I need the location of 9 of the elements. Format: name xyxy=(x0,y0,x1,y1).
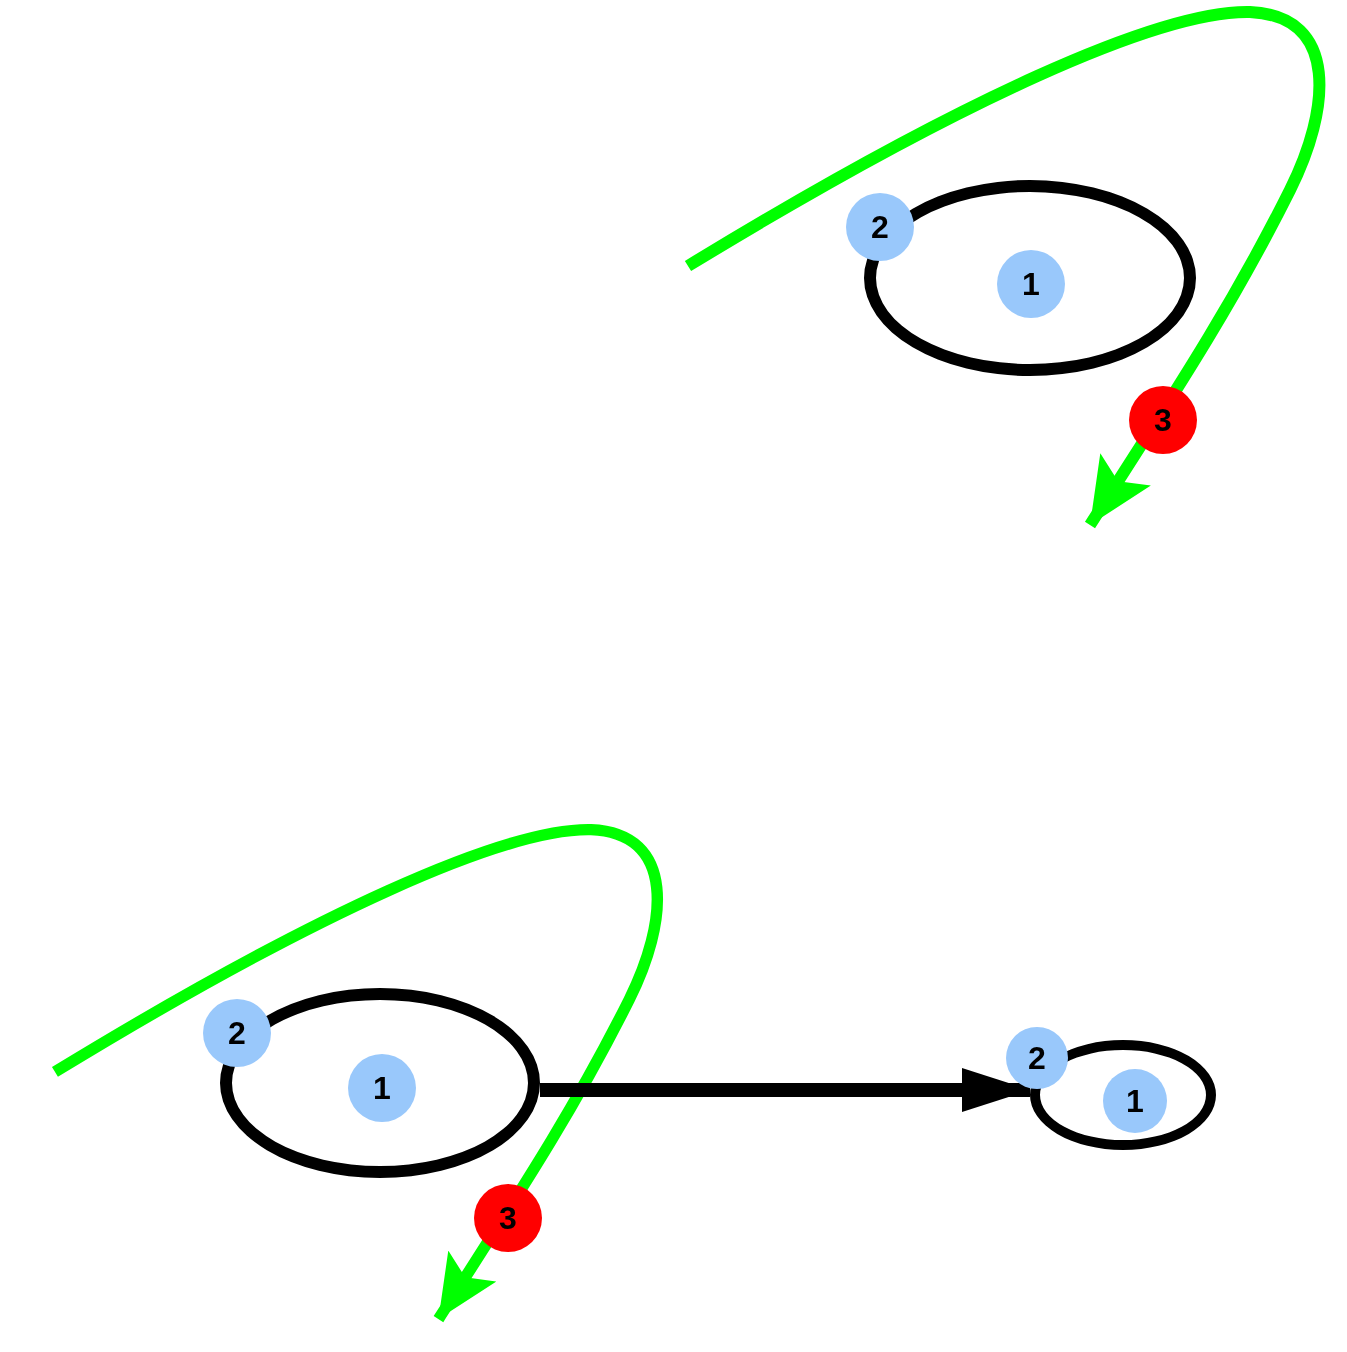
callout-number: 1 xyxy=(997,250,1065,318)
callout-number: 2 xyxy=(1006,1027,1068,1089)
callout-number: 2 xyxy=(846,193,914,261)
callout-number: 1 xyxy=(1103,1069,1167,1133)
callout-number: 3 xyxy=(1129,386,1197,454)
arrow xyxy=(540,1068,1030,1112)
callout-number: 3 xyxy=(474,1184,542,1252)
callout-number: 1 xyxy=(348,1054,416,1122)
callout-number: 2 xyxy=(203,999,271,1067)
